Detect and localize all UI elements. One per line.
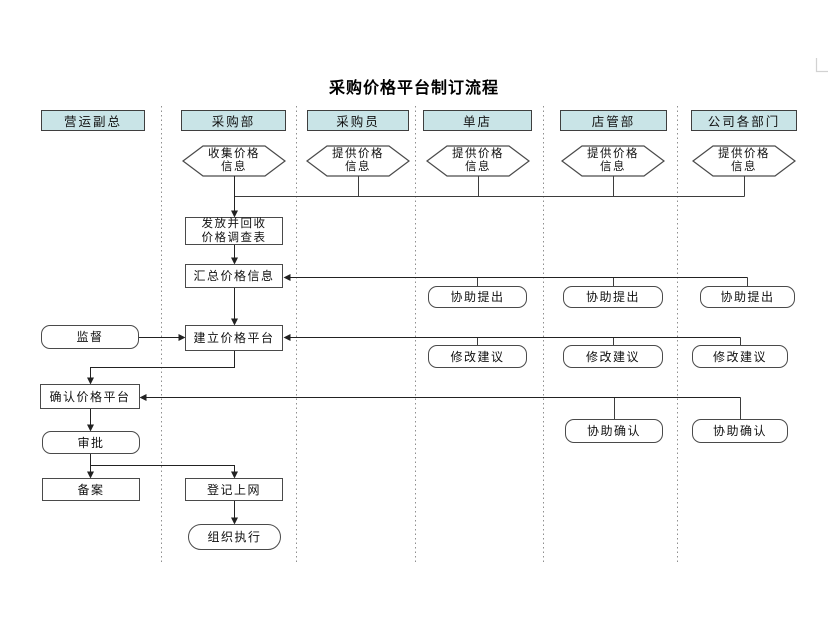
process-build-price-platform: 建立价格平台 — [185, 325, 283, 351]
hexagon-provide-departments — [692, 145, 796, 177]
flow-connector-lines — [234, 176, 748, 419]
lane-header-single-store: 单店 — [423, 110, 532, 131]
process-distribute-collect-survey-label: 发放并回收价格调查表 — [201, 218, 267, 244]
process-supervise: 监督 — [41, 325, 139, 349]
page-corner-mark — [815, 58, 828, 73]
hexagon-provide-buyer — [306, 145, 410, 177]
process-assist-confirm-storemgmt: 协助确认 — [565, 419, 663, 443]
hexagon-label-provide-price-info-2: 提供价格信息 — [452, 148, 504, 173]
lane-header-store-mgmt-dept: 店管部 — [560, 110, 667, 131]
process-assist-propose-store: 协助提出 — [428, 286, 527, 308]
hexagon-label-collect-price-info: 收集价格信息 — [208, 148, 260, 173]
process-modify-suggestions-storemgmt: 修改建议 — [563, 345, 663, 368]
flow-arrow-lines — [87, 176, 748, 525]
process-summarize-price-info: 汇总价格信息 — [185, 264, 283, 288]
lane-header-procurement-dept: 采购部 — [181, 110, 286, 131]
lane-header-operations-vp: 营运副总 — [41, 110, 145, 131]
hexagon-label-provide-price-info-1: 提供价格信息 — [332, 148, 384, 173]
process-confirm-price-platform: 确认价格平台 — [40, 384, 140, 409]
process-assist-propose-departments: 协助提出 — [700, 286, 795, 308]
lane-header-buyer: 采购员 — [307, 110, 409, 131]
terminal-organize-execution: 组织执行 — [188, 524, 281, 550]
page-title: 采购价格平台制订流程 — [328, 80, 499, 97]
lane-header-company-depts: 公司各部门 — [691, 110, 797, 131]
hexagon-label-provide-price-info-4: 提供价格信息 — [718, 148, 770, 173]
process-approve: 审批 — [42, 431, 140, 454]
process-modify-suggestions-departments: 修改建议 — [692, 345, 788, 368]
process-modify-suggestions-store: 修改建议 — [428, 345, 527, 368]
process-assist-propose-storemgmt: 协助提出 — [563, 286, 663, 308]
hexagon-label-provide-price-info-3: 提供价格信息 — [587, 148, 639, 173]
process-register-online: 登记上网 — [185, 478, 283, 501]
hexagon-provide-storemgmt — [561, 145, 665, 177]
process-distribute-collect-survey: 发放并回收价格调查表 — [185, 217, 283, 245]
hexagon-collect — [182, 145, 286, 177]
process-keep-on-record: 备案 — [42, 478, 140, 501]
hexagon-provide-store — [426, 145, 530, 177]
hexagon-shapes — [182, 145, 796, 177]
process-assist-confirm-departments: 协助确认 — [692, 419, 788, 443]
